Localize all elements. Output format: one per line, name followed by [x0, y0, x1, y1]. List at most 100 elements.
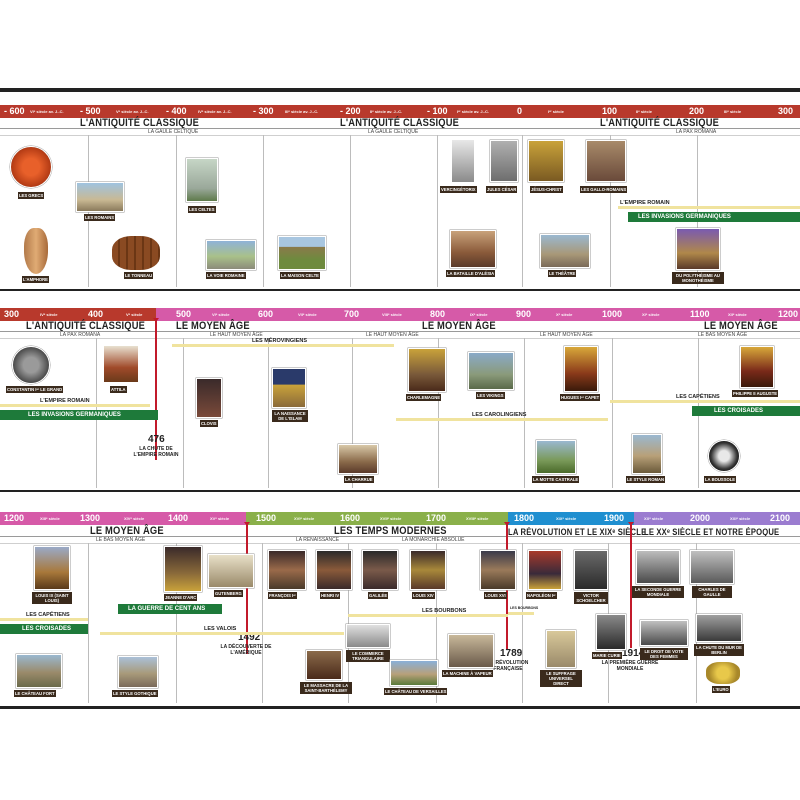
- bar-label: LES MÉROVINGIENS: [252, 338, 308, 344]
- item-caption: LE MASSACRE DE LA SAINT-BARTHÉLEMY: [300, 682, 352, 694]
- tick-label: 1900: [604, 513, 625, 523]
- tick-label: 1800: [514, 513, 535, 523]
- versailles-image: [390, 660, 438, 686]
- bar-label: LES CROISADES: [714, 408, 764, 414]
- barrel-image: [112, 236, 160, 270]
- scale-segment-ad: [520, 105, 800, 118]
- item-caption: LE DROIT DE VOTE DES FEMMES: [640, 648, 688, 660]
- item-caption: LES GALLO-ROMAINS: [580, 186, 628, 193]
- item-caption: LE COMMERCE TRIANGULAIRE: [346, 650, 390, 662]
- century-label: Vᵉ siècle av. J.-C.: [116, 109, 149, 114]
- event-date: 1914: [622, 648, 645, 659]
- band-bottom-rule: [0, 490, 800, 492]
- caesar-bust-image: [490, 140, 518, 182]
- tick-label: 300: [4, 309, 20, 319]
- item-caption: LA VOIE ROMAINE: [206, 272, 246, 279]
- roman-temple-image: [76, 182, 124, 212]
- period-subtitle: LA MONARCHIE ABSOLUE: [402, 537, 465, 543]
- grid-line: [268, 338, 269, 488]
- grid-line: [522, 135, 523, 287]
- empire-bar: [618, 206, 800, 209]
- tick-label: - 500: [80, 106, 101, 116]
- grid-line: [352, 338, 353, 488]
- grid-line: [436, 543, 437, 703]
- scale-bar: [0, 105, 800, 118]
- item-caption: LA MACHINE À VAPEUR: [442, 670, 493, 677]
- item-caption: JEANNE D'ARC: [164, 594, 198, 601]
- century-label: XIIIᵉ siècle: [40, 516, 60, 521]
- period-subtitle: LA RENAISSANCE: [296, 537, 340, 543]
- century-label: VIIᵉ siècle: [298, 312, 317, 317]
- item-caption: CHARLES DE GAULLE: [692, 586, 732, 598]
- century-label: XVIIIᵉ siècle: [466, 516, 489, 521]
- tick-label: - 400: [166, 106, 187, 116]
- galilee-image: [362, 550, 398, 590]
- period-subtitle: LE HAUT MOYEN ÂGE: [210, 332, 263, 338]
- event-caption: LA RÉVOLUTION FRANÇAISE: [487, 660, 529, 672]
- suffrage-image: [546, 630, 576, 668]
- saint-louis-image: [34, 546, 70, 590]
- grid-line: [697, 135, 698, 287]
- celtic-cross-image: [186, 158, 218, 202]
- carolingians-bar: [396, 418, 608, 421]
- bar-label: LES CAPÉTIENS: [26, 612, 70, 618]
- item-caption: LE STYLE ROMAN: [626, 476, 665, 483]
- century-label: Iᵉʳ siècle av. J.-C.: [457, 109, 490, 114]
- grid-line: [88, 543, 89, 703]
- century-label: IVᵉ siècle: [40, 312, 58, 317]
- era-title: LE MOYEN ÂGE: [422, 320, 496, 332]
- bar-label: LES CROISADES: [22, 626, 72, 632]
- item-caption: NAPOLÉON Iᵉʳ: [526, 592, 557, 599]
- tick-label: 1700: [426, 513, 447, 523]
- period-subtitle: LE HAUT MOYEN ÂGE: [366, 332, 419, 338]
- valois-bar: [100, 632, 344, 635]
- saint-barthelemy-image: [306, 650, 342, 680]
- tick-label: 900: [516, 309, 532, 319]
- tick-label: - 100: [427, 106, 448, 116]
- bar-label: L'EMPIRE ROMAIN: [40, 398, 90, 404]
- bar-label: LES CAPÉTIENS: [676, 394, 720, 400]
- century-label: XVᵉ siècle: [210, 516, 230, 521]
- item-caption: LA BOUSSOLE: [704, 476, 737, 483]
- grid-line: [176, 135, 177, 287]
- constantin-coin-image: [12, 346, 50, 384]
- event-date: 1789: [500, 648, 523, 659]
- item-caption: CHARLEMAGNE: [406, 394, 442, 401]
- tick-label: 1400: [168, 513, 189, 523]
- period-subtitle: LA GAULE CELTIQUE: [368, 129, 419, 135]
- bar-label: LES INVASIONS GERMANIQUES: [28, 412, 121, 418]
- hugues-capet-image: [564, 346, 598, 392]
- grid-line: [524, 338, 525, 488]
- empire-bar: [0, 404, 150, 407]
- grid-line: [612, 338, 613, 488]
- era-title: L'ANTIQUITÉ CLASSIQUE: [26, 320, 146, 332]
- item-caption: LES ROMAINS: [84, 214, 116, 221]
- century-label: XIXᵉ siècle: [556, 516, 577, 521]
- era-title: LE XXᵉ SIÈCLE ET NOTRE ÉPOQUE: [644, 527, 780, 537]
- berlin-wall-image: [696, 614, 742, 642]
- tick-label: 1000: [602, 309, 623, 319]
- vercingetorix-statue-image: [452, 140, 474, 182]
- item-caption: LOUIS XIV: [412, 592, 435, 599]
- item-caption: HUGUES Iᵉʳ CAPET: [560, 394, 601, 401]
- item-caption: LA MAISON CELTE: [280, 272, 320, 279]
- item-caption: LES GRECS: [18, 192, 45, 199]
- philippe-auguste-image: [740, 346, 774, 388]
- century-label: VIᵉ siècle av. J.-C.: [30, 109, 64, 114]
- item-caption: CONSTANTIN Iᵉʳ LE GRAND: [6, 386, 64, 393]
- capetians-bar: [0, 618, 88, 621]
- item-caption: LES CELTES: [188, 206, 216, 213]
- item-caption: LE STYLE GOTHIQUE: [112, 690, 158, 697]
- item-caption: GUTENBERG: [214, 590, 243, 597]
- scale-segment-revolution: [508, 512, 634, 525]
- gothic-style-image: [118, 656, 158, 688]
- hundred-years-war-bar: [118, 604, 222, 614]
- schoelcher-image: [574, 550, 608, 590]
- item-caption: LE THÉÂTRE: [548, 270, 577, 277]
- amphora-image: [24, 228, 48, 274]
- period-subtitle: LE BAS MOYEN ÂGE: [698, 332, 748, 338]
- item-caption: LES VIKINGS: [476, 392, 505, 399]
- century-label: IXᵉ siècle: [470, 312, 488, 317]
- polytheism-image: [676, 228, 720, 270]
- jesus-mosaic-image: [528, 140, 564, 182]
